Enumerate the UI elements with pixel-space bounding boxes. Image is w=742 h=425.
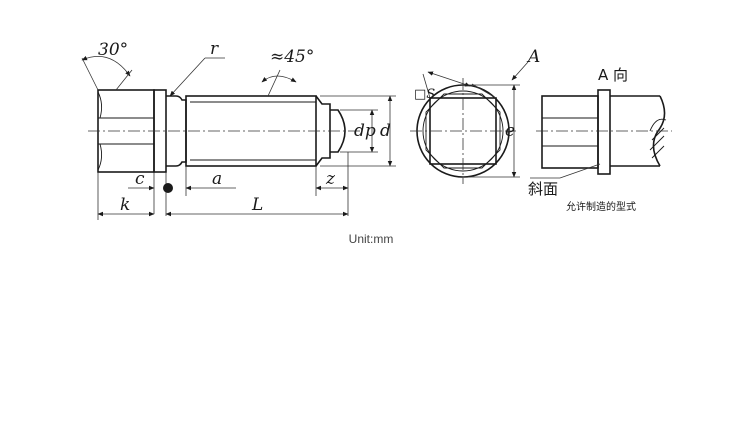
diameter-dimensions: dp d bbox=[320, 95, 396, 167]
length-dimensions-upper: c a z bbox=[128, 152, 349, 216]
allowed-form-label: 允许制造的型式 bbox=[566, 200, 636, 213]
bolt-end-view: □S e A bbox=[410, 47, 540, 184]
reference-dot bbox=[163, 183, 173, 193]
c-label: c bbox=[135, 169, 145, 189]
chamfer-angle-dimension: ≈45° bbox=[261, 47, 314, 97]
head-angle-dimension: 30° bbox=[81, 40, 133, 91]
a-label: a bbox=[212, 169, 222, 189]
d-label: d bbox=[380, 121, 391, 141]
length-dimensions-lower: k L bbox=[97, 172, 349, 220]
z-label: z bbox=[325, 169, 336, 189]
chamfer-angle-label: ≈45° bbox=[270, 47, 314, 67]
radius-label: r bbox=[210, 39, 219, 59]
k-label: k bbox=[120, 195, 130, 215]
unit-caption: Unit:mm bbox=[348, 232, 394, 246]
radius-leader: r bbox=[169, 39, 225, 97]
bevel-label: 斜面 bbox=[528, 180, 558, 198]
dp-label: dp bbox=[354, 121, 376, 141]
s-label: □S bbox=[414, 87, 435, 102]
bolt-head bbox=[97, 89, 155, 173]
L-label: L bbox=[251, 195, 263, 215]
bolt-side-view bbox=[88, 89, 362, 173]
e-label: e bbox=[505, 121, 515, 141]
view-a-label: A 向 bbox=[598, 66, 628, 84]
view-a-drawing: A 向 斜面 允许制造的型式 bbox=[528, 66, 672, 213]
angle-30-label: 30° bbox=[98, 40, 128, 60]
A-arrow-label: A bbox=[526, 47, 540, 67]
